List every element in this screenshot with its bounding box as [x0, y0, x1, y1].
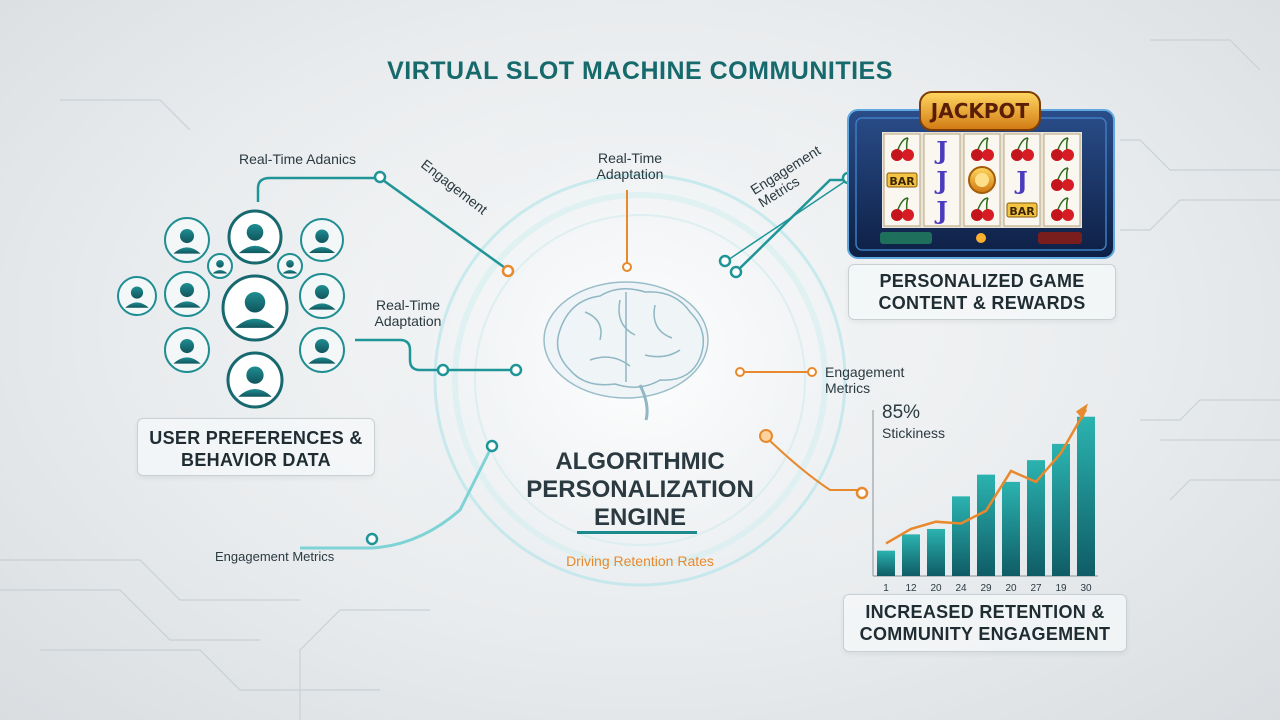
- stickiness-value: 85%: [882, 402, 921, 423]
- engine-rings: [433, 173, 847, 587]
- page-title: VIRTUAL SLOT MACHINE COMMUNITIES: [387, 57, 893, 85]
- user-avatar-icon: [164, 271, 210, 317]
- label-real-time-adanics: Real-Time Adanics: [239, 151, 356, 167]
- chart-bar: [977, 474, 995, 576]
- circuit-traces: [0, 39, 1280, 720]
- chart-tick-label: 1: [883, 583, 889, 594]
- user-avatar-icon: [299, 327, 345, 373]
- svg-text:BAR: BAR: [889, 175, 915, 188]
- personalized-content-box: PERSONALIZED GAME CONTENT & REWARDS: [848, 264, 1116, 320]
- chart-bar: [927, 528, 945, 576]
- brain-icon: [543, 281, 709, 421]
- svg-text:J: J: [934, 136, 947, 165]
- chart-tick-label: 29: [980, 583, 992, 594]
- chart-tick-label: 27: [1030, 583, 1042, 594]
- cherry-symbol-icon: [971, 137, 994, 161]
- chart-trend-arrow: [1076, 403, 1088, 420]
- user-preferences-box: USER PREFERENCES & BEHAVIOR DATA: [137, 418, 375, 476]
- svg-text:BAR: BAR: [1009, 205, 1035, 218]
- user-avatar-icon: [207, 253, 233, 279]
- stickiness-label: Stickiness: [882, 425, 946, 441]
- label-engagement-metrics-right: Engagement Metrics: [825, 364, 905, 396]
- user-avatar-icon: [164, 217, 210, 263]
- chart-bar: [902, 534, 920, 576]
- engine-title: ALGORITHMIC PERSONALIZATION ENGINE: [526, 448, 754, 531]
- chart-tick-label: 19: [1055, 583, 1067, 594]
- cherry-symbol-icon: [971, 197, 994, 221]
- chart-tick-label: 20: [930, 583, 942, 594]
- cherry-symbol-icon: [1051, 197, 1074, 221]
- user-avatar-icon: [164, 327, 210, 373]
- chart-bar: [1052, 443, 1070, 576]
- chart-tick-label: 24: [955, 583, 967, 594]
- chart-tick-label: 20: [1005, 583, 1017, 594]
- cherry-symbol-icon: [891, 137, 914, 161]
- user-avatar-icon: [300, 218, 344, 262]
- user-avatar-icon: [299, 273, 345, 319]
- cherry-symbol-icon: [1051, 167, 1074, 191]
- j-symbol-icon: J: [934, 196, 947, 225]
- bar-symbol-icon: BAR: [886, 172, 918, 188]
- chart-bar: [877, 550, 895, 576]
- user-avatar-icon: [277, 253, 303, 279]
- engine-underline: [577, 531, 697, 534]
- user-avatar-icon: [221, 274, 289, 342]
- chart-bar: [1077, 416, 1095, 576]
- cherry-symbol-icon: [1011, 137, 1034, 161]
- jackpot-badge: JACKPOT: [919, 91, 1041, 131]
- svg-text:J: J: [934, 196, 947, 225]
- connector-nodes: [365, 170, 869, 546]
- chart-bar: [1002, 481, 1020, 576]
- jackpot-label: JACKPOT: [929, 99, 1030, 123]
- chart-tick-label: 12: [905, 583, 917, 594]
- engine-subtitle: Driving Retention Rates: [566, 553, 714, 569]
- user-avatar-icon: [117, 276, 157, 316]
- chart-trend-line: [885, 408, 1088, 545]
- user-avatars-cluster: [117, 209, 345, 409]
- coin-symbol-icon: [968, 166, 996, 194]
- connector-lines: [256, 176, 851, 550]
- chart-bar: [1027, 460, 1045, 576]
- svg-text:J: J: [934, 166, 947, 195]
- svg-text:J: J: [1014, 166, 1027, 195]
- j-symbol-icon: J: [1014, 166, 1027, 195]
- connector-lines-orange: [626, 190, 862, 491]
- cherry-symbol-icon: [1051, 137, 1074, 161]
- chart-bar: [952, 496, 970, 576]
- user-avatar-icon: [227, 209, 283, 265]
- cherry-symbol-icon: [891, 197, 914, 221]
- j-symbol-icon: J: [934, 136, 947, 165]
- j-symbol-icon: J: [934, 166, 947, 195]
- user-avatar-icon: [226, 351, 284, 409]
- label-engagement-metrics-bottom: Engagement Metrics: [215, 549, 335, 564]
- retention-chart: 1 12 20 24 29 20 27 19 30: [872, 403, 1098, 594]
- label-real-time-adaptation-left: Real-Time Adaptation: [374, 297, 442, 329]
- bar-symbol-icon: BAR: [1006, 202, 1038, 218]
- label-real-time-adaptation-top: Real-Time Adaptation: [596, 150, 664, 182]
- chart-tick-label: 30: [1080, 583, 1092, 594]
- retention-engagement-box: INCREASED RETENTION & COMMUNITY ENGAGEME…: [843, 594, 1127, 652]
